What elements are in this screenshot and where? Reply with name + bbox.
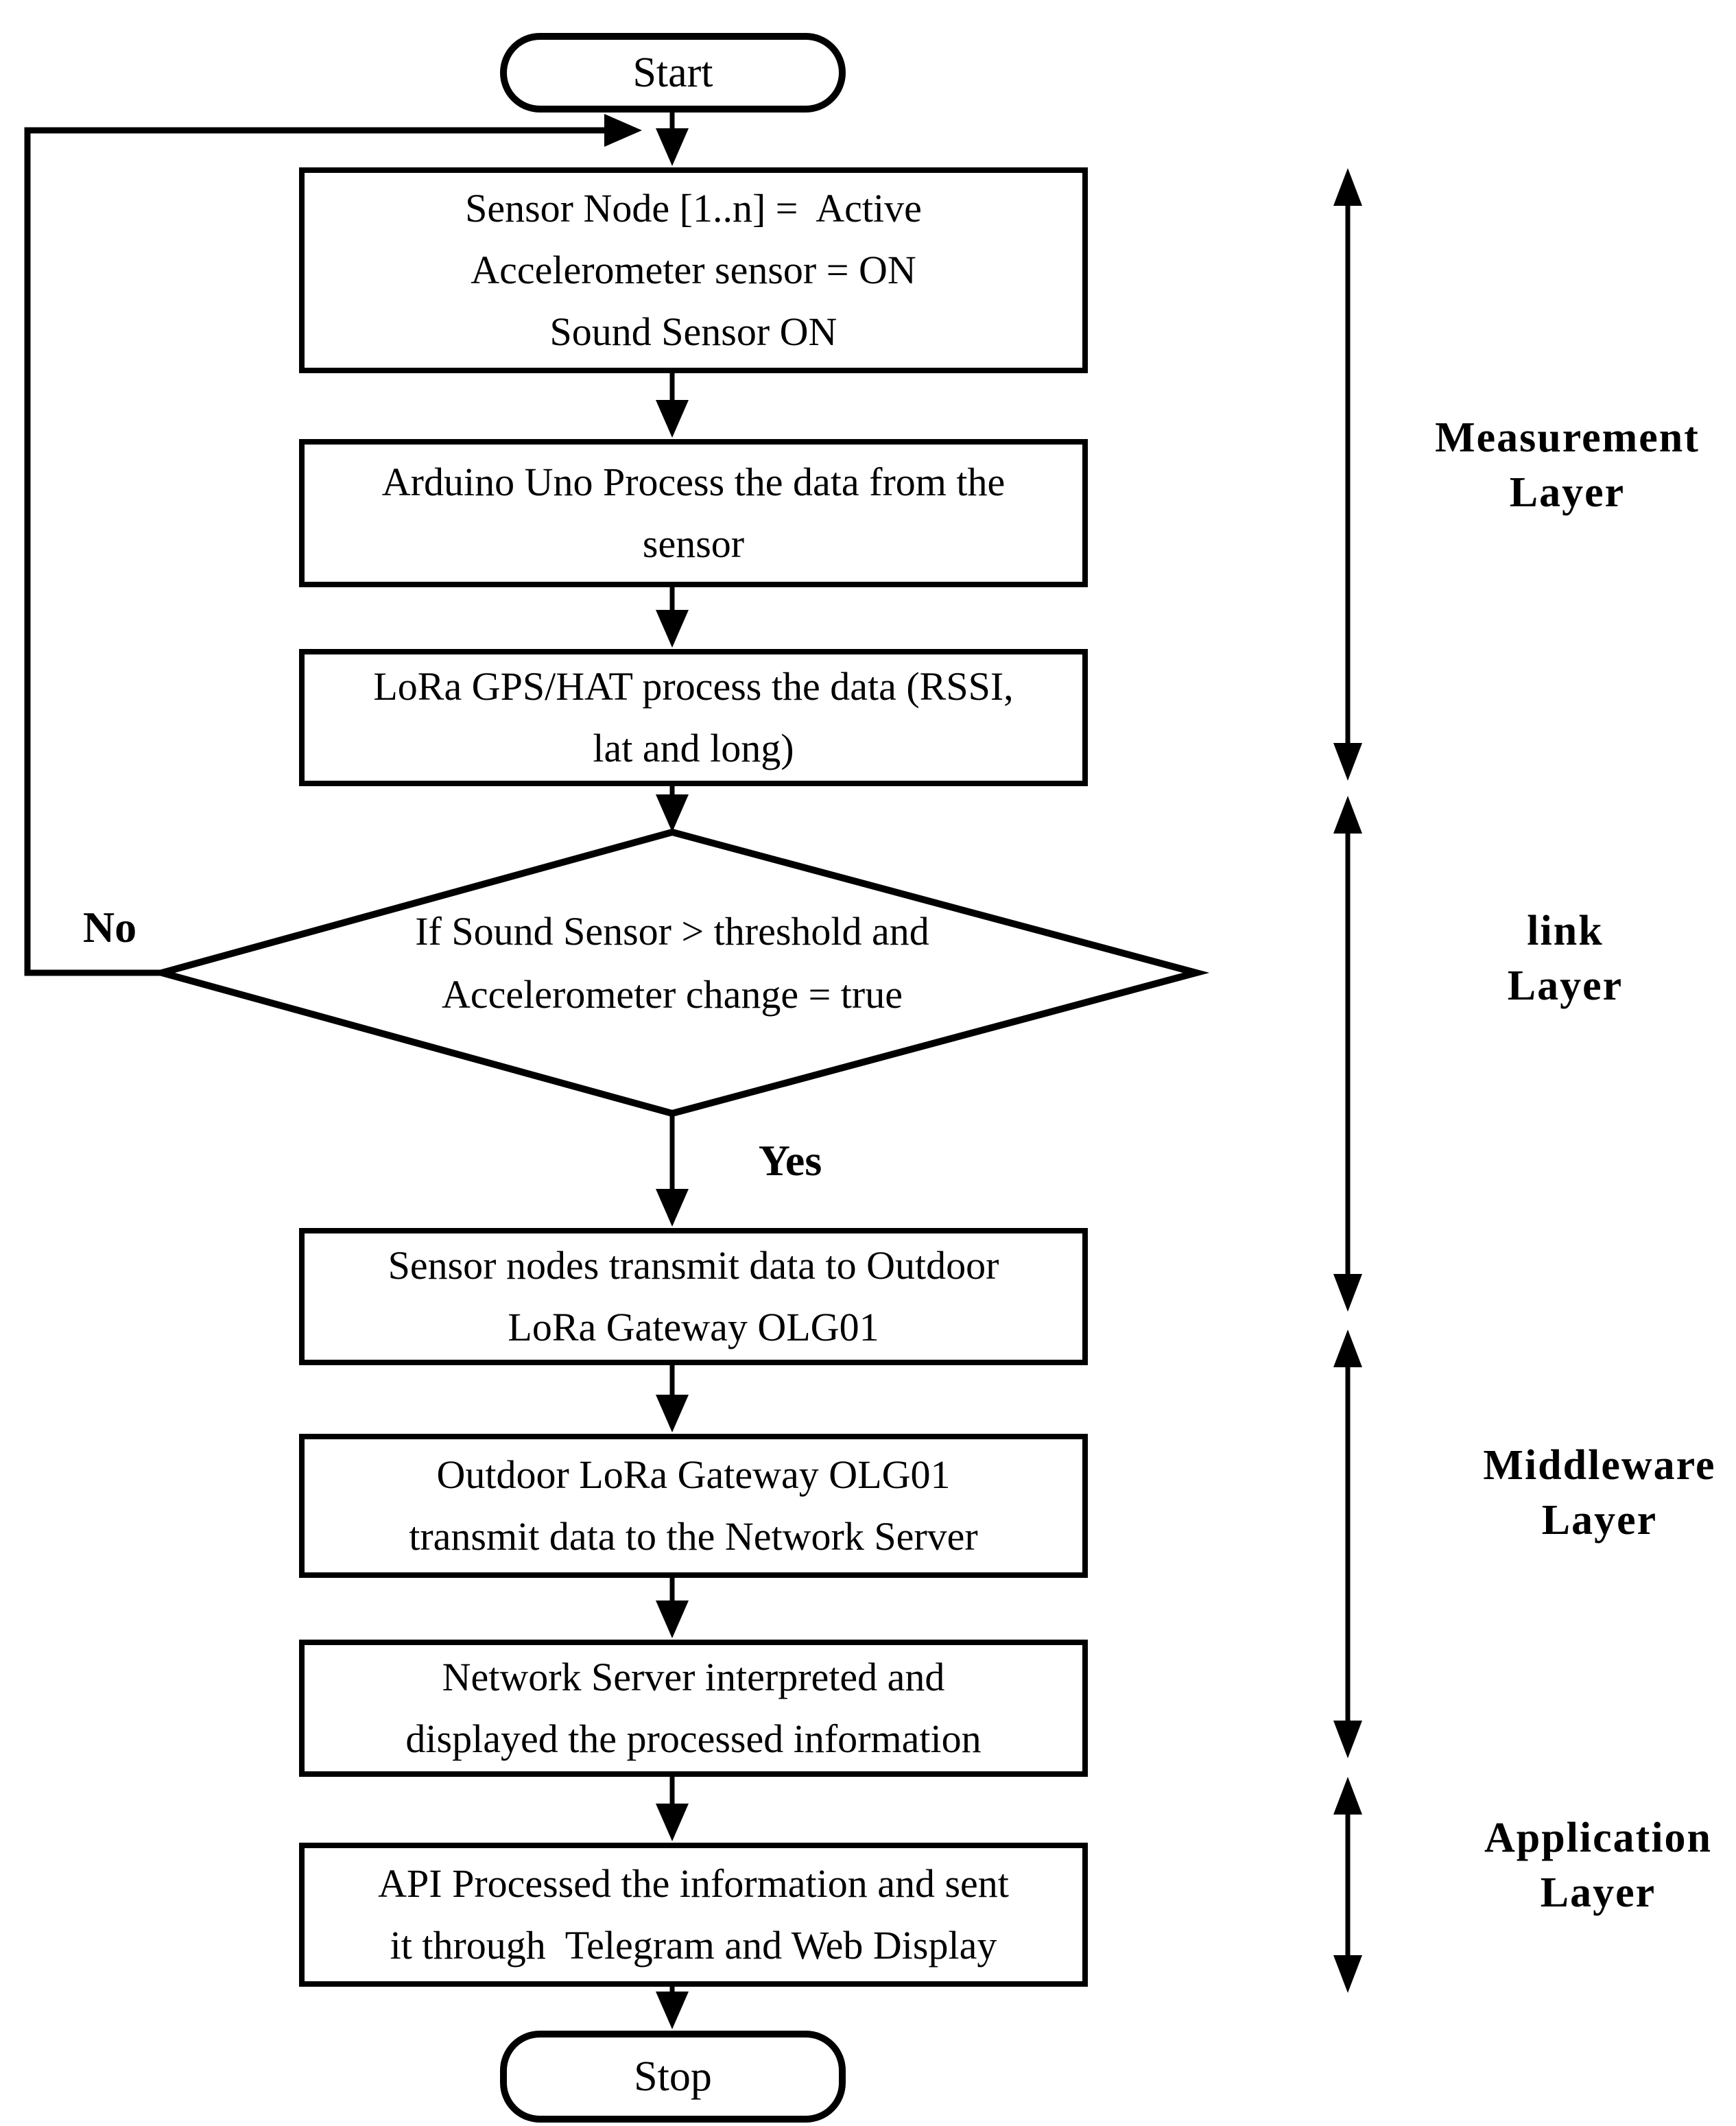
layer-label-measurement: Measurement Layer: [1435, 414, 1700, 516]
arrowhead-up-icon: [1333, 796, 1362, 834]
stop-label: Stop: [634, 2053, 712, 2100]
arrowhead-icon: [656, 128, 689, 166]
process-box-sensor-init: Sensor Node [1..n] = Active Acceleromete…: [299, 167, 1088, 373]
arrowhead-icon: [656, 1189, 689, 1227]
layer-label-middleware: Middleware Layer: [1483, 1442, 1716, 1544]
transmit-gateway-label: Sensor nodes transmit data to Outdoor Lo…: [388, 1243, 999, 1349]
arrowhead-icon: [656, 610, 689, 648]
gateway-to-server-label: Outdoor LoRa Gateway OLG01 transmit data…: [409, 1452, 978, 1559]
layer-span-arrow-link: [1333, 796, 1362, 1312]
process-box-gateway-to-server: Outdoor LoRa Gateway OLG01 transmit data…: [299, 1434, 1088, 1578]
layer-label-application: Application Layer: [1484, 1815, 1713, 1916]
decision-diamond-shape: [149, 828, 1210, 1118]
flow-arrow-api-to-stop: [656, 1987, 689, 2029]
layer-span-arrow-middleware: [1333, 1330, 1362, 1758]
layer-span-arrow-application: [1333, 1777, 1362, 1993]
flow-arrow-arduino-to-lora-gps: [656, 587, 689, 648]
process-box-network-server: Network Server interpreted and displayed…: [299, 1640, 1088, 1777]
arrowhead-up-icon: [1333, 1777, 1362, 1815]
arrowhead-icon: [656, 1601, 689, 1638]
arrowhead-down-icon: [1333, 1274, 1362, 1312]
loop-no-connector: [24, 114, 642, 976]
arrowhead-up-icon: [1333, 168, 1362, 206]
arduino-label: Arduino Uno Process the data from the se…: [381, 460, 1006, 566]
flow-arrow-lora-gps-to-decision: [656, 786, 689, 832]
loop-no-arrowhead-icon: [604, 114, 642, 147]
sensor-init-label: Sensor Node [1..n] = Active Acceleromete…: [465, 186, 922, 354]
flow-arrow-network-server-to-api: [656, 1777, 689, 1841]
arrowhead-icon: [656, 1804, 689, 1841]
arrowhead-icon: [656, 1992, 689, 2029]
layer-label-link: link Layer: [1507, 908, 1624, 1009]
lora-gps-label: LoRa GPS/HAT process the data (RSSI, lat…: [373, 664, 1014, 770]
arrowhead-icon: [656, 794, 689, 832]
process-box-api: API Processed the information and sent i…: [299, 1843, 1088, 1987]
branch-label-yes: Yes: [758, 1136, 822, 1185]
arrowhead-down-icon: [1333, 1955, 1362, 1993]
arrowhead-down-icon: [1333, 1721, 1362, 1758]
start-label: Start: [632, 49, 713, 96]
flow-arrow-gateway-to-network-server: [656, 1578, 689, 1638]
arrowhead-icon: [656, 1395, 689, 1432]
network-server-label: Network Server interpreted and displayed…: [405, 1655, 982, 1761]
branch-label-no: No: [82, 903, 137, 952]
arrowhead-icon: [656, 400, 689, 438]
flow-arrow-start-to-sensor-init: [656, 113, 689, 166]
layer-span-arrow-measurement: [1333, 168, 1362, 781]
process-box-lora-gps: LoRa GPS/HAT process the data (RSSI, lat…: [299, 649, 1088, 786]
process-box-transmit-gateway: Sensor nodes transmit data to Outdoor Lo…: [299, 1228, 1088, 1365]
api-label: API Processed the information and sent i…: [378, 1861, 1009, 1968]
arrowhead-down-icon: [1333, 743, 1362, 781]
flow-arrow-sensor-init-to-arduino: [656, 373, 689, 438]
loop-no-line: [24, 127, 605, 976]
start-node: Start: [500, 33, 846, 113]
flow-arrow-decision-yes-to-transmit: [656, 1113, 689, 1227]
process-box-arduino: Arduino Uno Process the data from the se…: [299, 439, 1088, 587]
decision-label: If Sound Sensor > threshold and Accelero…: [415, 909, 929, 1017]
stop-node: Stop: [500, 2031, 846, 2123]
arrowhead-up-icon: [1333, 1330, 1362, 1367]
flow-arrow-transmit-to-gateway: [656, 1365, 689, 1432]
